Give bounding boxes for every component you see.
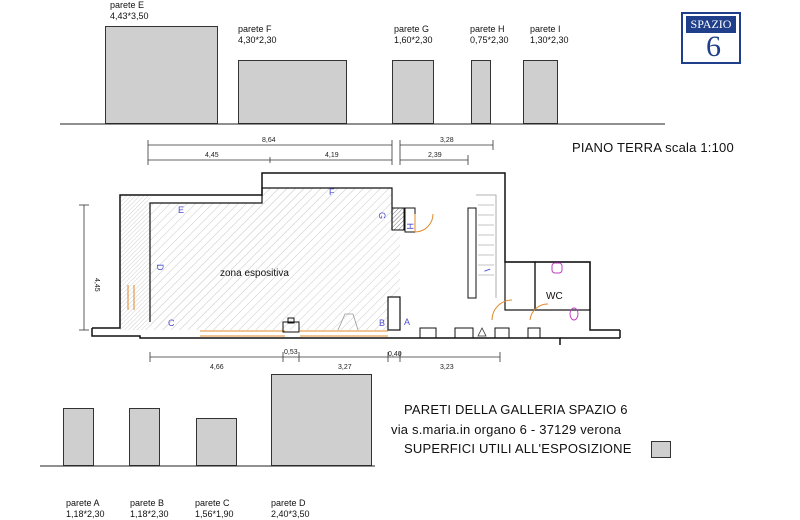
wall-f-dims: 4,30*2,30 (238, 35, 277, 45)
exhibition-floor (150, 188, 400, 330)
wall-e-label: parete E 4,43*3,50 (110, 0, 149, 22)
letter-h: H (405, 223, 415, 230)
wall-a-label: parete A 1,18*2,30 (66, 498, 105, 520)
letter-d: D (155, 264, 165, 271)
wall-c-name: parete C (195, 498, 230, 508)
wall-f-label: parete F 4,30*2,30 (238, 24, 277, 46)
dim-bottom-5: 3,23 (440, 364, 454, 371)
front-windows (127, 285, 388, 337)
wall-d-label: parete D 2,40*3,50 (271, 498, 310, 520)
wall-i-label: parete I 1,30*2,30 (530, 24, 569, 46)
wall-g-panel (392, 60, 434, 124)
wall-i-name: parete I (530, 24, 561, 34)
letter-b: B (379, 318, 385, 328)
wc-label: WC (546, 291, 563, 302)
wall-a-name: parete A (66, 498, 100, 508)
wall-e-name: parete E (110, 0, 145, 10)
dim-bottom-4: 0,40 (388, 351, 402, 358)
wall-d-panel (271, 374, 372, 466)
caption-address: via s.maria.in organo 6 - 37129 verona (391, 422, 622, 437)
staircase (478, 204, 494, 276)
wall-i-panel (523, 60, 558, 124)
dim-right-part: 2,39 (428, 152, 442, 159)
wc-fixtures (551, 262, 579, 321)
wall-a-panel (63, 408, 94, 466)
wall-a-dims: 1,18*2,30 (66, 509, 105, 519)
wall-d-dims: 2,40*3,50 (271, 509, 310, 519)
caption-title: PARETI DELLA GALLERIA SPAZIO 6 (404, 402, 628, 417)
wall-b-name: parete B (130, 498, 165, 508)
wall-b-dims: 1,18*2,30 (130, 509, 169, 519)
dimension-line-left (79, 204, 89, 331)
letter-a: A (404, 317, 410, 327)
letter-c: C (168, 318, 175, 328)
dim-left-top: 4,45 (205, 152, 219, 159)
room-label: zona espositiva (220, 268, 289, 279)
dim-bottom-1: 4,66 (210, 364, 224, 371)
wall-h-name: parete H (470, 24, 505, 34)
wall-g-dims: 1,60*2,30 (394, 35, 433, 45)
wall-c-label: parete C 1,56*1,90 (195, 498, 234, 520)
dim-right-total: 3,28 (440, 137, 454, 144)
dim-total-top: 8,64 (262, 137, 276, 144)
wall-d-name: parete D (271, 498, 306, 508)
front-wall-line (91, 328, 561, 345)
dim-bottom-2: 0,53 (284, 349, 298, 356)
dim-right-top: 4,19 (325, 152, 339, 159)
wall-f-panel (238, 60, 347, 124)
logo-number: 6 (706, 30, 721, 63)
wall-h-dims: 0,75*2,30 (470, 35, 509, 45)
wall-h-label: parete H 0,75*2,30 (470, 24, 509, 46)
letter-g: G (377, 212, 387, 219)
caption-surfaces: SUPERFICI UTILI ALL'ESPOSIZIONE (404, 441, 632, 456)
wall-i-dims: 1,30*2,30 (530, 35, 569, 45)
spazio6-logo: SPAZIO 6 (681, 12, 741, 64)
wall-f-name: parete F (238, 24, 272, 34)
letter-e: E (178, 205, 184, 215)
dimension-lines-bottom (149, 352, 501, 362)
logo-word: SPAZIO (686, 16, 736, 33)
wall-b-label: parete B 1,18*2,30 (130, 498, 169, 520)
door-swings (414, 213, 549, 321)
wall-g-label: parete G 1,60*2,30 (394, 24, 433, 46)
legend-swatch (651, 441, 671, 458)
letter-i: I (482, 267, 492, 273)
plan-scale-title: PIANO TERRA scala 1:100 (572, 140, 734, 155)
service-room (504, 261, 536, 311)
wall-b-panel (129, 408, 160, 466)
wall-c-dims: 1,56*1,90 (195, 509, 234, 519)
dim-left: 4,45 (93, 278, 100, 292)
wall-e-dims: 4,43*3,50 (110, 11, 149, 21)
dim-bottom-3: 3,27 (338, 364, 352, 371)
wall-c-panel (196, 418, 237, 466)
wall-g-name: parete G (394, 24, 430, 34)
letter-f: F (329, 187, 335, 197)
wc-room (534, 261, 591, 311)
dimension-lines-top (147, 140, 494, 165)
